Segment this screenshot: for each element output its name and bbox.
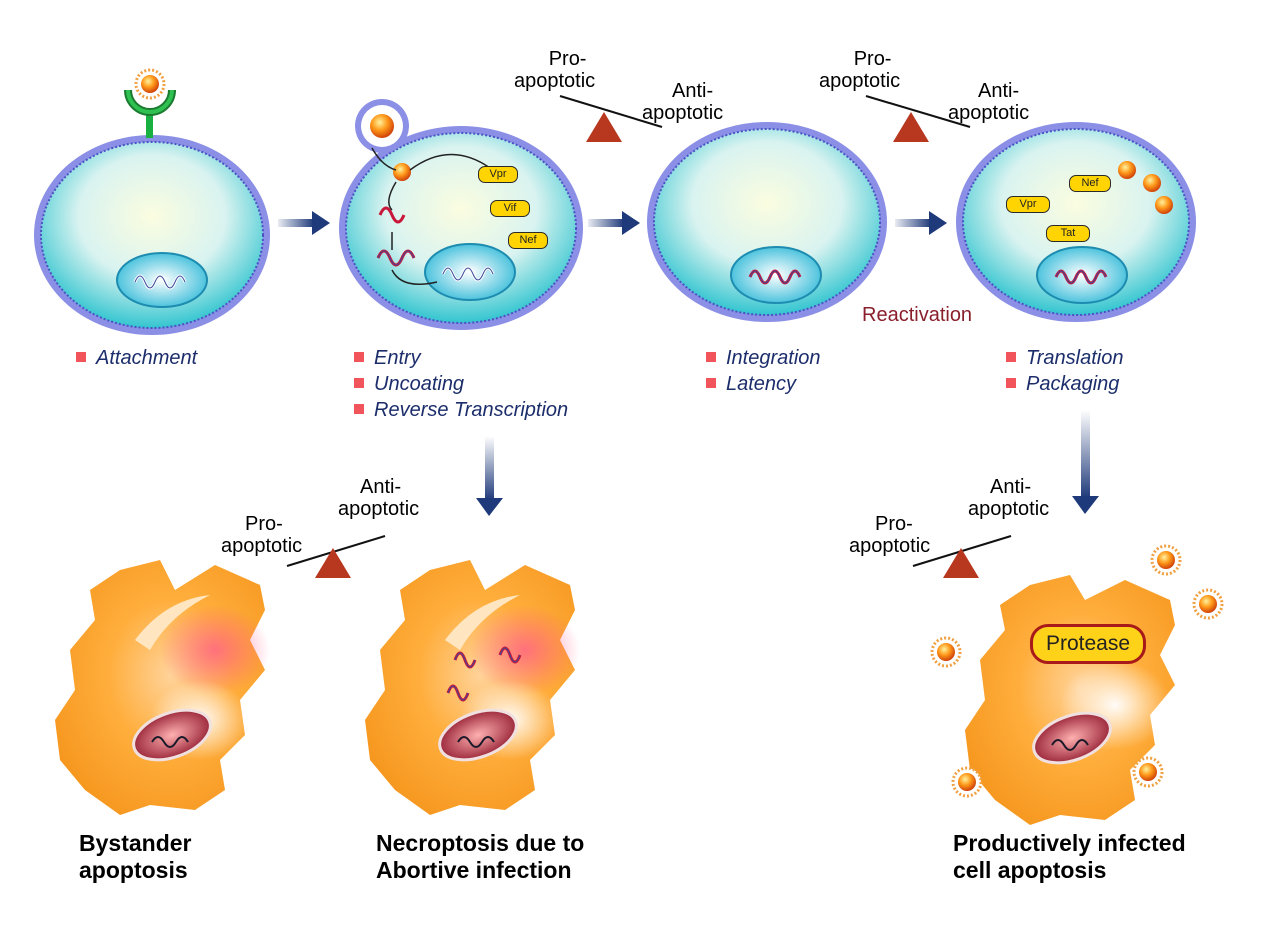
arrow-down-abortive: [476, 436, 503, 516]
outcome-line2: apoptosis: [79, 857, 188, 883]
balance-bottom-1: [286, 535, 386, 578]
anti-label-line1: Anti-: [990, 476, 1032, 498]
balance-top-2-anti-label: Anti- apoptotic: [948, 80, 1029, 124]
stage-label: Latency: [726, 373, 797, 395]
anti-label-line2: apoptotic: [948, 102, 1030, 124]
balance-bottom-2: [912, 535, 1012, 578]
stage-integration: Integration Latency: [706, 345, 821, 397]
anti-label-line1: Anti-: [978, 80, 1020, 102]
stage-item: Packaging: [1006, 371, 1123, 397]
outcome-line1: Necroptosis due to: [376, 830, 585, 856]
protease-label: Protease: [1030, 624, 1146, 664]
stage-label: Packaging: [1026, 373, 1120, 395]
stage-item: Uncoating: [354, 371, 568, 397]
anti-label-line2: apoptotic: [968, 498, 1050, 520]
cell-attachment: [34, 135, 270, 335]
stage-label: Attachment: [96, 347, 198, 369]
arrow-integration-to-translation: [895, 211, 947, 235]
outcome-necroptosis: Necroptosis due to Abortive infection: [376, 830, 584, 884]
outcome-productive: Productively infected cell apoptosis: [953, 830, 1186, 884]
released-virions: [930, 544, 1224, 798]
anti-label-line1: Anti-: [360, 476, 402, 498]
balance-bottom-1-anti-label: Anti- apoptotic: [338, 476, 419, 520]
stage-item: Entry: [354, 345, 568, 371]
anti-label-line2: apoptotic: [338, 498, 420, 520]
virion-attached: [134, 68, 166, 100]
bullet-square: [1006, 352, 1016, 362]
stage-label: Reverse Transcription: [374, 399, 569, 421]
balance-top-2-pro-label: Pro- apoptotic: [819, 48, 900, 92]
protein-vpr: Vpr: [478, 166, 518, 183]
stage-translation: Translation Packaging: [1006, 345, 1123, 397]
balance-bottom-1-pro-label: Pro- apoptotic: [221, 513, 302, 557]
stage-item: Reverse Transcription: [354, 397, 568, 423]
balance-top-1: [559, 95, 663, 142]
balance-top-1-pro-label: Pro- apoptotic: [514, 48, 595, 92]
stage-attachment: Attachment: [76, 345, 197, 371]
pro-label-line2: apoptotic: [221, 535, 303, 557]
protein-nef: Nef: [508, 232, 548, 249]
balance-top-2: [865, 95, 971, 142]
cell-entry: [339, 99, 583, 330]
arrow-attach-to-entry: [278, 211, 330, 235]
outcome-line1: Productively infected: [953, 830, 1186, 856]
stage-item: Latency: [706, 371, 821, 397]
anti-label-line2: apoptotic: [642, 102, 724, 124]
protein-vif: Vif: [490, 200, 530, 217]
outcome-line2: cell apoptosis: [953, 857, 1107, 883]
receptor: [124, 89, 176, 138]
balance-bottom-2-pro-label: Pro- apoptotic: [849, 513, 930, 557]
dying-cell-necroptosis: [365, 560, 580, 815]
stage-item: Integration: [706, 345, 821, 371]
stage-label: Integration: [726, 347, 821, 369]
stage-label: Entry: [374, 347, 421, 369]
dying-cell-productive: [965, 575, 1175, 825]
outcome-bystander: Bystander apoptosis: [79, 830, 191, 884]
cell-translation: [956, 122, 1196, 322]
bullet-square: [76, 352, 86, 362]
protein-vpr: Vpr: [1006, 196, 1050, 213]
pro-label-line1: Pro-: [875, 513, 913, 535]
cell-integration: [647, 122, 887, 322]
pro-label-line1: Pro-: [853, 48, 892, 70]
stage-item: Translation: [1006, 345, 1123, 371]
balance-bottom-2-anti-label: Anti- apoptotic: [968, 476, 1049, 520]
arrow-down-productive: [1072, 410, 1099, 514]
outcome-line1: Bystander: [79, 830, 192, 856]
bullet-square: [354, 404, 364, 414]
outcome-line2: Abortive infection: [376, 857, 572, 883]
balance-top-1-anti-label: Anti- apoptotic: [642, 80, 723, 124]
anti-label-line1: Anti-: [672, 80, 714, 102]
dying-cell-bystander: [55, 560, 270, 815]
stage-label: Uncoating: [374, 373, 465, 395]
bullet-square: [354, 352, 364, 362]
protein-tat: Tat: [1046, 225, 1090, 242]
pro-label-line2: apoptotic: [819, 70, 901, 92]
stage-entry: Entry Uncoating Reverse Transcription: [354, 345, 568, 423]
pro-label-line2: apoptotic: [514, 70, 596, 92]
bullet-square: [1006, 378, 1016, 388]
bullet-square: [706, 352, 716, 362]
pro-label-line1: Pro-: [548, 48, 587, 70]
stage-item: Attachment: [76, 345, 197, 371]
protein-nef: Nef: [1069, 175, 1111, 192]
stage-label: Translation: [1026, 347, 1124, 369]
pro-label-line2: apoptotic: [849, 535, 931, 557]
bullet-square: [354, 378, 364, 388]
arrow-entry-to-integration: [588, 211, 640, 235]
reactivation-label: Reactivation: [862, 304, 973, 326]
pro-label-line1: Pro-: [245, 513, 283, 535]
bullet-square: [706, 378, 716, 388]
